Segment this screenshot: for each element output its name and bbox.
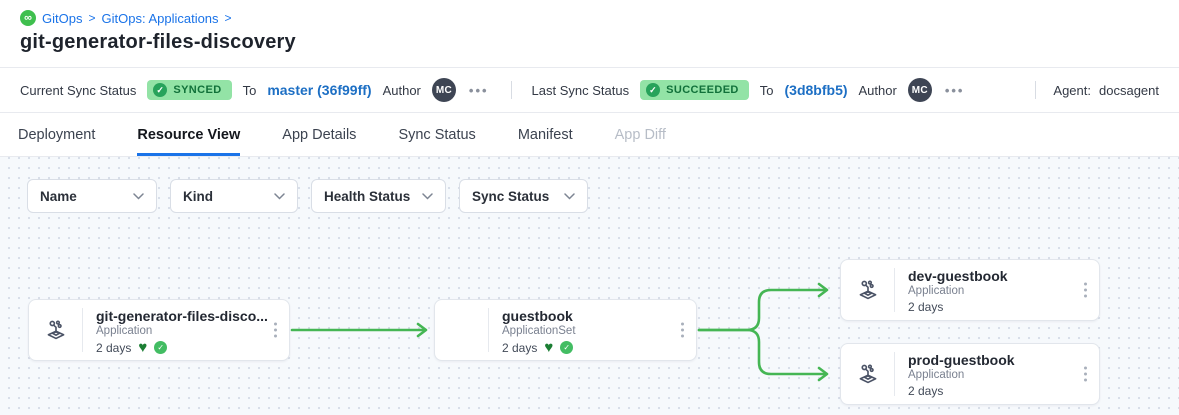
breadcrumb: ∞ GitOps > GitOps: Applications > [20, 10, 1159, 26]
edge-arrowhead [416, 322, 428, 338]
edge-guestbook-to-dev [697, 288, 827, 332]
application-icon [47, 320, 64, 340]
edge-arrowhead [817, 282, 829, 298]
agent-group: Agent: docsagent [1026, 81, 1159, 99]
agent-label: Agent: [1053, 82, 1091, 98]
current-author-avatar[interactable]: MC [431, 78, 456, 102]
filter-health-status-dropdown[interactable]: Health Status [311, 179, 446, 213]
check-circle-icon: ✓ [646, 83, 661, 97]
tab-bar: Deployment Resource View App Details Syn… [0, 113, 1179, 157]
graph-node-git-generator-files-discovery[interactable]: git-generator-files-disco... Application… [28, 299, 290, 361]
node-icon-placeholder [435, 308, 489, 352]
node-kind: Application [908, 369, 965, 381]
breadcrumb-link-applications[interactable]: GitOps: Applications [101, 10, 219, 26]
graph-node-guestbook[interactable]: guestbook ApplicationSet 2 days ♥ ✓ [434, 299, 697, 361]
node-menu-button[interactable] [1080, 363, 1091, 386]
chevron-down-icon [133, 192, 144, 200]
filter-bar: Name Kind Health Status Sync Status [27, 179, 588, 213]
last-to-label: To [759, 82, 774, 98]
filter-kind-dropdown[interactable]: Kind [170, 179, 298, 213]
last-author-avatar[interactable]: MC [907, 78, 932, 102]
page-header: ∞ GitOps > GitOps: Applications > git-ge… [0, 0, 1179, 68]
sync-check-icon: ✓ [154, 341, 168, 354]
last-author-label: Author [858, 82, 897, 98]
statusbar-divider [510, 81, 512, 99]
breadcrumb-separator: > [88, 11, 96, 25]
tab-resource-view[interactable]: Resource View [137, 113, 241, 156]
filter-sync-status-dropdown[interactable]: Sync Status [459, 179, 588, 213]
check-circle-icon: ✓ [153, 83, 168, 97]
current-sync-group: Current Sync Status ✓ SYNCED To master (… [20, 78, 491, 102]
edge-arrowhead [817, 366, 829, 382]
gitops-logo-icon: ∞ [20, 10, 36, 26]
resource-graph-canvas: Name Kind Health Status Sync Status [0, 157, 1179, 415]
node-kind: Application [96, 325, 153, 337]
current-sync-label: Current Sync Status [20, 82, 137, 98]
tab-deployment[interactable]: Deployment [18, 126, 96, 143]
node-title: dev-guestbook [908, 268, 1008, 284]
last-more-actions-button[interactable]: ••• [944, 82, 965, 98]
last-sync-group: Last Sync Status ✓ SUCCEEDED To (3d8bfb5… [532, 78, 967, 102]
node-age: 2 days [908, 384, 944, 398]
chevron-down-icon [422, 192, 433, 200]
current-sync-badge: ✓ SYNCED [147, 80, 232, 100]
statusbar-divider [1035, 81, 1037, 99]
chevron-down-icon [564, 192, 575, 200]
breadcrumb-link-gitops[interactable]: GitOps [42, 10, 83, 26]
current-sync-badge-label: SYNCED [173, 84, 222, 96]
node-kind: Application [908, 285, 965, 297]
agent-value: docsagent [1099, 82, 1159, 98]
current-revision-link[interactable]: master (36f99ff) [267, 82, 372, 98]
application-icon [859, 280, 876, 300]
tab-app-diff: App Diff [614, 126, 666, 143]
application-icon [859, 364, 876, 384]
tab-app-details[interactable]: App Details [282, 126, 357, 143]
current-author-label: Author [382, 82, 421, 98]
sync-status-bar: Current Sync Status ✓ SYNCED To master (… [0, 68, 1179, 113]
node-title: guestbook [502, 308, 573, 324]
current-more-actions-button[interactable]: ••• [468, 82, 489, 98]
filter-name-dropdown[interactable]: Name [27, 179, 157, 213]
edge-guestbook-to-prod [697, 328, 827, 376]
node-menu-button[interactable] [1080, 279, 1091, 302]
current-to-label: To [242, 82, 257, 98]
last-sync-label: Last Sync Status [531, 82, 630, 98]
node-menu-button[interactable] [270, 319, 281, 342]
sync-check-icon: ✓ [560, 341, 574, 354]
last-sync-badge-label: SUCCEEDED [666, 84, 739, 96]
health-heart-icon: ♥ [138, 339, 148, 356]
chevron-down-icon [274, 192, 285, 200]
graph-node-prod-guestbook[interactable]: prod-guestbook Application 2 days [840, 343, 1100, 405]
node-age: 2 days [908, 300, 944, 314]
node-age: 2 days [502, 340, 538, 355]
node-menu-button[interactable] [677, 319, 688, 342]
last-sync-badge: ✓ SUCCEEDED [640, 80, 749, 100]
health-heart-icon: ♥ [544, 339, 554, 356]
node-title: git-generator-files-disco... [96, 308, 268, 324]
tab-sync-status[interactable]: Sync Status [398, 126, 476, 143]
page-title: git-generator-files-discovery [20, 31, 296, 53]
node-age: 2 days [96, 340, 132, 355]
tab-manifest[interactable]: Manifest [517, 126, 573, 143]
node-kind: ApplicationSet [502, 325, 576, 337]
node-title: prod-guestbook [908, 352, 1015, 368]
graph-node-dev-guestbook[interactable]: dev-guestbook Application 2 days [840, 259, 1100, 321]
last-revision-link[interactable]: (3d8bfb5) [784, 82, 848, 98]
breadcrumb-separator: > [224, 11, 232, 25]
